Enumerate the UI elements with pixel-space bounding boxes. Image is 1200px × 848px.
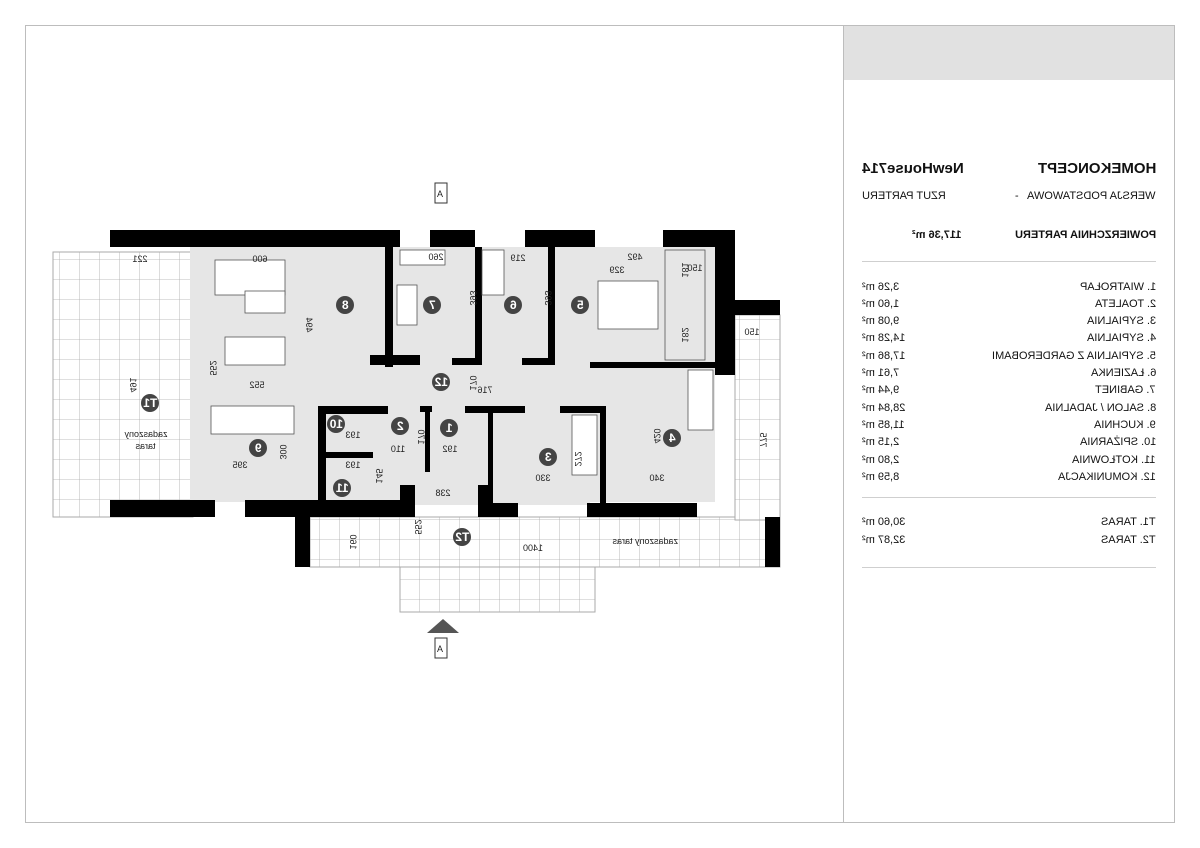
svg-text:8: 8 bbox=[342, 298, 349, 312]
dimension-label: 182 bbox=[680, 327, 690, 342]
dimension-label: 491 bbox=[128, 377, 138, 392]
svg-text:10: 10 bbox=[329, 417, 343, 431]
dimension-label: 395 bbox=[232, 460, 247, 470]
terrace-side bbox=[734, 314, 781, 521]
svg-text:2: 2 bbox=[397, 419, 404, 433]
dimension-label: 238 bbox=[435, 488, 450, 498]
dimension-label: 600 bbox=[252, 254, 267, 264]
dimension-label: 170 bbox=[416, 429, 426, 444]
svg-text:3: 3 bbox=[545, 450, 552, 464]
svg-text:11: 11 bbox=[336, 481, 349, 495]
room-badge-t2: T2 bbox=[453, 528, 471, 546]
svg-text:4: 4 bbox=[669, 431, 676, 445]
interior-walls bbox=[318, 247, 715, 506]
room-badge-r8: 8 bbox=[336, 296, 354, 314]
terrace-t1 bbox=[52, 251, 194, 518]
room-badge-t1: T1 bbox=[141, 394, 159, 412]
dimension-label: 221 bbox=[132, 254, 147, 264]
dimension-label: 492 bbox=[627, 252, 642, 262]
dimension-label: 181 bbox=[680, 262, 690, 277]
terrace-t1-note: zadaszony bbox=[124, 429, 168, 439]
dimension-label: 1400 bbox=[523, 543, 543, 553]
room-badge-r12: 12 bbox=[432, 373, 450, 391]
dimension-label: 193 bbox=[345, 460, 360, 470]
room-badge-r1: 1 bbox=[440, 419, 458, 437]
terrace-t2 bbox=[309, 516, 781, 568]
room-badge-r7: 7 bbox=[423, 296, 441, 314]
dimension-label: 393 bbox=[543, 290, 553, 305]
dimension-label: 420 bbox=[652, 428, 662, 443]
room-badge-r2: 2 bbox=[391, 417, 409, 435]
dimension-label: 193 bbox=[345, 430, 360, 440]
terrace-t2-note: zadaszony taras bbox=[612, 536, 678, 546]
dimension-label: 775 bbox=[758, 432, 768, 447]
svg-text:T2: T2 bbox=[455, 530, 469, 544]
sheet-divider bbox=[843, 25, 844, 823]
room-badge-r3: 3 bbox=[539, 448, 557, 466]
section-marker-top: A bbox=[434, 182, 448, 204]
terrace-t1-note: taras bbox=[135, 441, 156, 451]
dimension-label: 260 bbox=[428, 252, 443, 262]
dimension-label: 110 bbox=[391, 444, 405, 454]
sheet-frame bbox=[25, 25, 1175, 823]
dimension-label: 150 bbox=[744, 327, 759, 337]
svg-text:T1: T1 bbox=[143, 396, 157, 410]
dimension-label: 272 bbox=[573, 451, 583, 466]
dimension-label: 552 bbox=[208, 360, 218, 375]
svg-text:A: A bbox=[437, 644, 443, 654]
room-badge-r11: 11 bbox=[333, 479, 351, 497]
furniture bbox=[210, 249, 714, 476]
dimension-label: 716 bbox=[477, 385, 492, 395]
dimension-label: 330 bbox=[535, 473, 550, 483]
dimension-label: 145 bbox=[374, 468, 384, 483]
divider-line bbox=[862, 261, 1156, 262]
dimension-label: 150 bbox=[687, 263, 702, 273]
dimension-label: 340 bbox=[649, 473, 664, 483]
room-badge-r6: 6 bbox=[504, 296, 522, 314]
section-marker-bottom: A bbox=[427, 619, 459, 659]
divider-line bbox=[862, 567, 1156, 568]
svg-text:9: 9 bbox=[255, 441, 262, 455]
room-badge-r9: 9 bbox=[249, 439, 267, 457]
dimension-label: 219 bbox=[510, 253, 525, 263]
dimension-label: 552 bbox=[413, 519, 423, 534]
dimension-label: 329 bbox=[609, 265, 624, 275]
svg-text:A: A bbox=[437, 189, 443, 199]
divider-line bbox=[862, 497, 1156, 498]
dimension-label: 393 bbox=[468, 290, 478, 305]
svg-text:1: 1 bbox=[446, 421, 453, 435]
room-badge-r5: 5 bbox=[571, 296, 589, 314]
room-badge-r10: 10 bbox=[327, 415, 345, 433]
interior-floor-lower bbox=[400, 490, 590, 505]
svg-text:5: 5 bbox=[577, 298, 584, 312]
dimension-label: 552 bbox=[249, 380, 264, 390]
exterior-walls bbox=[110, 230, 780, 567]
dimension-label: 160 bbox=[348, 534, 358, 549]
dimension-label: 192 bbox=[442, 444, 457, 454]
title-block-header bbox=[844, 26, 1174, 80]
svg-text:7: 7 bbox=[429, 298, 436, 312]
dimension-label: 300 bbox=[278, 444, 288, 459]
terrace-t2-steps bbox=[399, 566, 596, 613]
dimension-label: 494 bbox=[304, 317, 314, 332]
svg-text:6: 6 bbox=[510, 298, 517, 312]
svg-text:12: 12 bbox=[434, 375, 448, 389]
dimension-label: 170 bbox=[468, 375, 478, 390]
room-badge-r4: 4 bbox=[663, 429, 681, 447]
